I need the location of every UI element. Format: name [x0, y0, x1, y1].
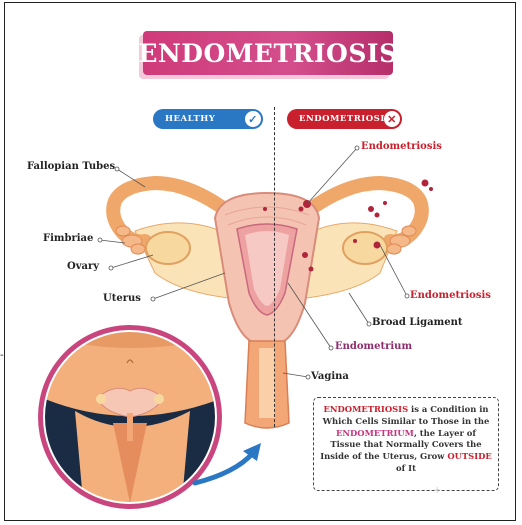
watermark: + — [433, 485, 441, 496]
label-endometrium: Endometrium — [335, 341, 412, 352]
healthy-badge-label: HEALTHY — [165, 114, 215, 124]
label-fallopian-tubes: Fallopian Tubes — [27, 161, 115, 172]
healthy-badge: HEALTHY ✓ — [153, 109, 263, 129]
info-term-endometriosis: ENDOMETRIOSIS — [323, 404, 408, 414]
label-fimbriae: Fimbriae — [43, 233, 93, 244]
info-term-outside: OUTSIDE — [447, 451, 491, 461]
x-icon: ✕ — [384, 111, 400, 127]
ovary-right — [343, 232, 387, 264]
page-frame: ENDOMETRIOSIS HEALTHY ✓ ENDOMETRIOSIS ✕ … — [4, 2, 516, 521]
endometriosis-badge-label: ENDOMETRIOSIS — [299, 114, 391, 124]
page-title: ENDOMETRIOSIS — [143, 31, 393, 75]
info-term-endometrium: ENDOMETRIUM — [336, 428, 414, 438]
endometriosis-badge: ENDOMETRIOSIS ✕ — [287, 109, 402, 129]
ovary-left — [146, 232, 190, 264]
info-box: ENDOMETRIOSIS is a Condition in Which Ce… — [313, 397, 499, 491]
body-inset-illustration — [25, 323, 261, 522]
info-text-3: of It — [396, 463, 416, 473]
divider-line — [274, 107, 275, 427]
label-ovary: Ovary — [67, 261, 99, 272]
edge-mark: - — [0, 350, 4, 361]
label-uterus: Uterus — [103, 293, 141, 304]
label-broad-ligament: Broad Ligament — [372, 317, 462, 328]
label-vagina: Vagina — [311, 371, 349, 382]
label-endometriosis-right: Endometriosis — [410, 290, 491, 301]
check-icon: ✓ — [245, 111, 261, 127]
label-endometriosis-top: Endometriosis — [361, 141, 442, 152]
